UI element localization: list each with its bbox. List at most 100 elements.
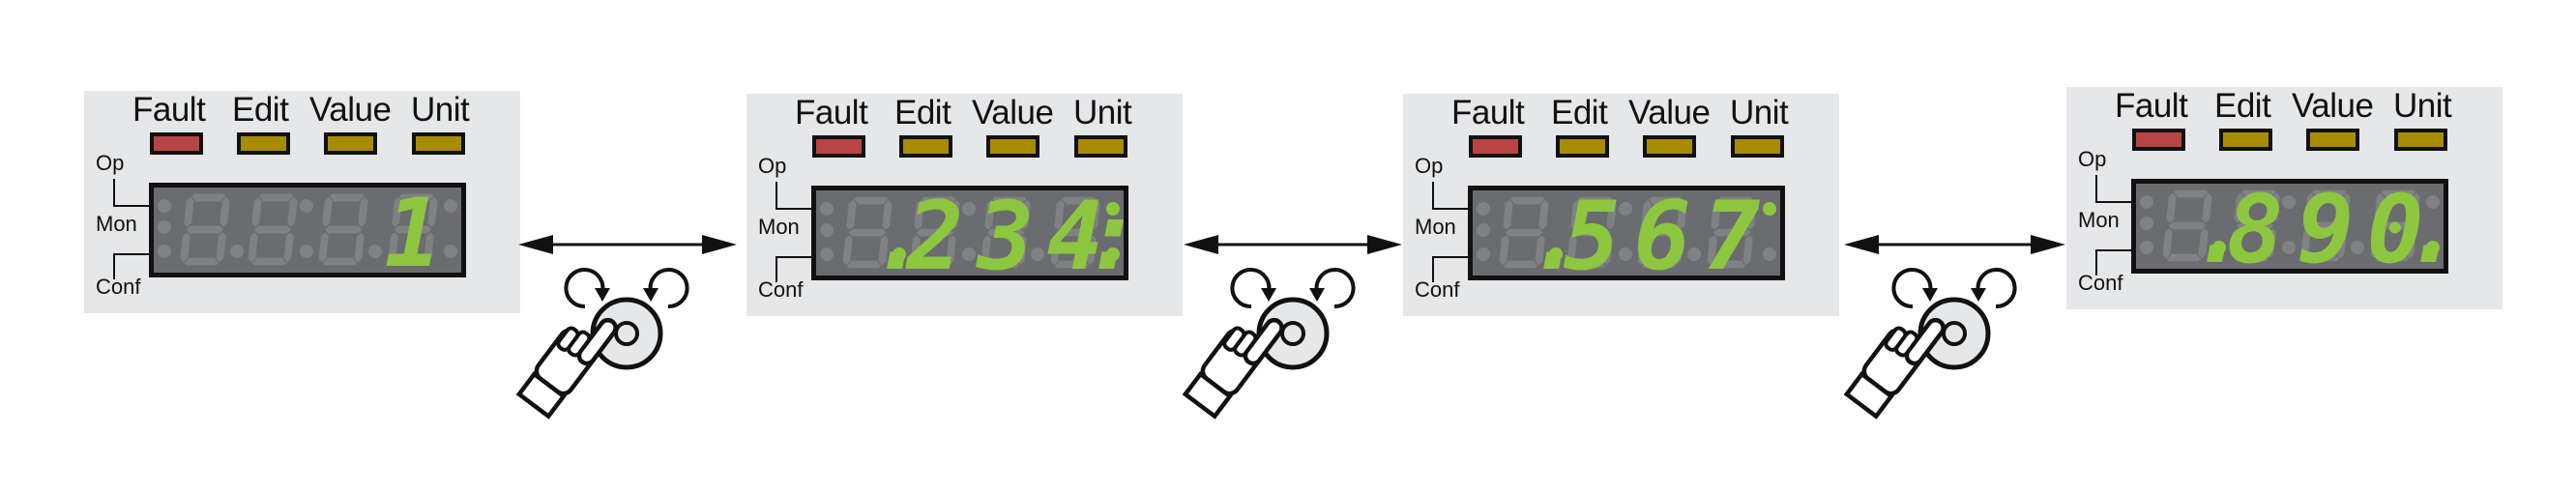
- digit: [1498, 195, 1550, 270]
- hand-icon: [1843, 317, 1946, 420]
- mode-label-mon: Mon: [96, 212, 137, 236]
- mode-connector-line: [1432, 256, 1468, 258]
- segment-c: [877, 233, 891, 267]
- digit: [1049, 195, 1101, 270]
- rotate-clockwise-arrow-icon: [564, 268, 605, 309]
- mode-label-conf: Conf: [96, 275, 141, 299]
- edit-led: [899, 135, 952, 158]
- led-label-value: Value: [2292, 87, 2374, 125]
- digit: [2299, 188, 2352, 263]
- indicator-dot: [820, 247, 834, 261]
- mode-connector-line: [776, 256, 777, 282]
- segment-c: [1742, 233, 1755, 267]
- digit: [2229, 188, 2281, 263]
- digit: [841, 195, 893, 270]
- segment-c: [945, 233, 958, 267]
- decimal-point: [2212, 241, 2226, 254]
- segment-b: [1605, 198, 1618, 232]
- led-label-edit: Edit: [1551, 94, 1608, 131]
- segment-f: [250, 195, 263, 229]
- right-bottom-dot: [1763, 247, 1776, 261]
- colon-dot: [2282, 195, 2296, 209]
- segment-f: [2165, 191, 2178, 225]
- segment-b: [1676, 198, 1688, 232]
- decimal-point: [368, 245, 382, 258]
- right-top-dot: [444, 199, 457, 213]
- segment-e: [1566, 233, 1579, 267]
- segment-f: [1640, 198, 1653, 232]
- unit-led: [1074, 135, 1127, 158]
- mode-connector-line: [113, 179, 115, 207]
- segment-g: [252, 224, 293, 235]
- digit: [1566, 195, 1618, 270]
- segment-f: [913, 198, 925, 232]
- indicator-dot: [158, 220, 171, 234]
- mode-connector-line: [113, 253, 115, 279]
- decimal-point: [2282, 241, 2296, 254]
- led-label-fault: Fault: [2115, 87, 2188, 125]
- decimal-point: [300, 245, 313, 258]
- edit-led: [1556, 135, 1609, 158]
- segment-c: [1085, 233, 1098, 267]
- segment-c: [1534, 233, 1547, 267]
- segment-b: [881, 198, 893, 232]
- rotate-clockwise-arrow-icon: [1230, 268, 1272, 309]
- edit-led: [2219, 129, 2272, 151]
- right-bottom-dot: [2426, 241, 2440, 254]
- segment-e: [317, 230, 331, 264]
- decimal-point: [230, 245, 244, 258]
- segment-f: [2233, 191, 2245, 225]
- indicator-dot: [1477, 223, 1490, 237]
- segment-c: [423, 230, 436, 264]
- segment-f: [391, 195, 403, 229]
- indicator-dot: [158, 245, 171, 258]
- segment-b: [2409, 191, 2421, 225]
- mode-label-op: Op: [758, 154, 787, 178]
- segment-c: [215, 230, 228, 264]
- indicator-dot: [820, 202, 834, 216]
- seven-segment-display: .567: [1468, 186, 1785, 280]
- mode-label-op: Op: [1415, 154, 1444, 178]
- segment-b: [2269, 191, 2281, 225]
- seven-segment-display: 1: [149, 183, 466, 277]
- segment-e: [1498, 233, 1511, 267]
- right-bottom-dot: [444, 245, 457, 258]
- mode-connector-line: [2095, 249, 2131, 251]
- led-label-value: Value: [972, 94, 1054, 131]
- led-label-unit: Unit: [2393, 87, 2452, 125]
- fault-led: [2132, 129, 2185, 151]
- mode-connector-line: [776, 208, 811, 210]
- segment-b: [1537, 198, 1550, 232]
- indicator-dot: [2140, 241, 2153, 254]
- seven-segment-display: .234:: [811, 186, 1128, 280]
- edit-led: [237, 132, 290, 155]
- value-led: [986, 135, 1039, 158]
- segment-f: [1569, 198, 1582, 232]
- digit: [2369, 188, 2421, 263]
- segment-b: [357, 195, 369, 229]
- segment-b: [1745, 198, 1758, 232]
- value-led: [324, 132, 377, 155]
- segment-e: [1706, 233, 1719, 267]
- fault-led: [150, 132, 203, 155]
- segment-f: [1502, 198, 1514, 232]
- bidirectional-arrow-icon: [518, 235, 737, 254]
- led-label-fault: Fault: [1451, 94, 1525, 131]
- led-label-fault: Fault: [795, 94, 868, 131]
- mode-connector-line: [2095, 201, 2131, 203]
- led-label-edit: Edit: [232, 91, 289, 129]
- digit: [247, 192, 299, 267]
- segment-e: [2229, 226, 2242, 260]
- segment-f: [983, 198, 996, 232]
- rotate-counterclockwise-arrow-icon: [648, 268, 689, 309]
- decimal-point: [1687, 247, 1701, 261]
- digit: [317, 192, 369, 267]
- indicator-dot: [820, 223, 834, 237]
- rotate-knob-hand-icon: [1843, 268, 2017, 420]
- mode-connector-line: [113, 205, 149, 207]
- segment-f: [2373, 191, 2386, 225]
- digit: [909, 195, 961, 270]
- mode-connector-line: [2095, 175, 2097, 203]
